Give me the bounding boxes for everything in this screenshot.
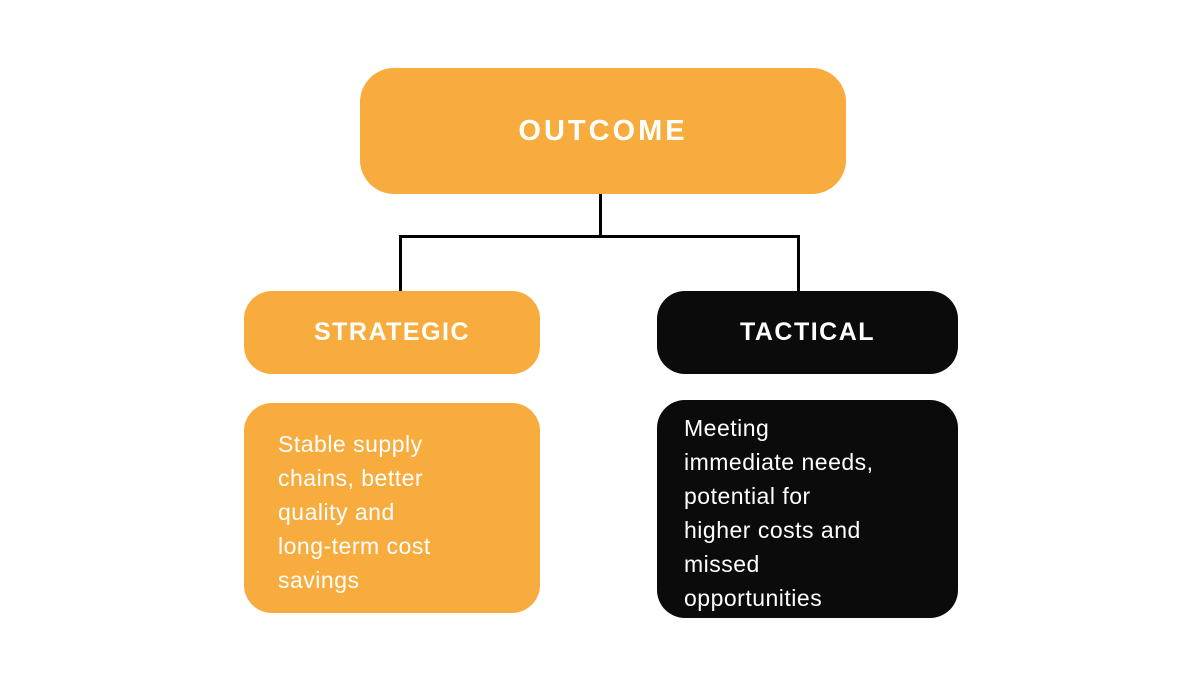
connector-left-drop-line (399, 235, 402, 291)
tactical-node: TACTICAL (657, 291, 958, 374)
tactical-node-label: TACTICAL (739, 318, 876, 346)
connector-horizontal-line (399, 235, 800, 238)
connector-right-drop-line (797, 235, 800, 291)
strategic-node: STRATEGIC (244, 291, 540, 374)
outcome-node: OUTCOME (360, 68, 846, 194)
outcome-node-label: OUTCOME (518, 114, 688, 147)
connector-stem-line (599, 194, 602, 238)
strategic-node-label: STRATEGIC (313, 318, 471, 346)
